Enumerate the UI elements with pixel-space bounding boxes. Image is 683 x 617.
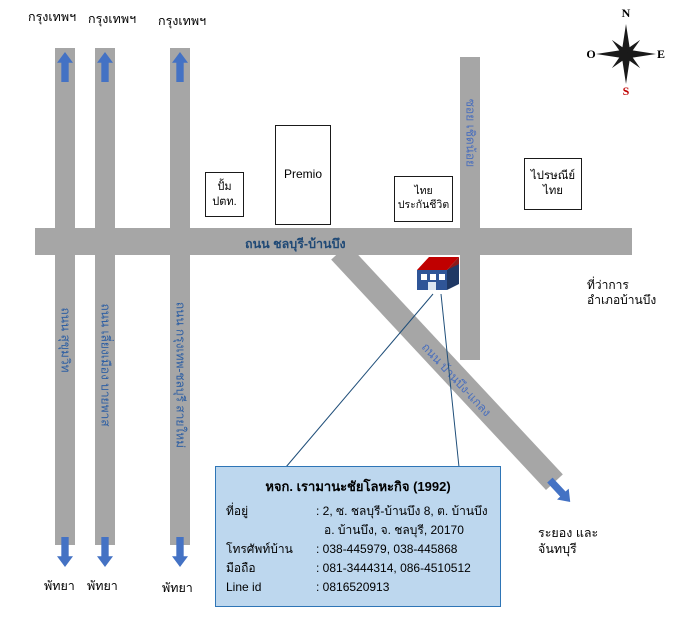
compass-rose-icon: N E S O [586,6,665,96]
destination-rayong-chanthaburi: ระยอง และ จันทบุรี [538,526,599,556]
info-label: โทรศัพท์บ้าน [226,542,293,556]
landmark-post-office: ไปรษณีย์ ไทย [524,158,582,210]
info-row-line-id: Line id : 0816520913 [216,578,500,597]
road-label-motorway: ถนน กรุงเทพ-ชลบุรี สายใหม่ [173,301,188,449]
road-label-bypass: ถนน เลี่ยงเมือง บายพาส [98,303,113,427]
info-label: ที่อยู่ [226,504,249,518]
info-label [226,521,316,540]
company-building-icon [417,257,459,290]
landmark-district-office: ที่ว่าการ อำเภอบ้านบึง [587,278,657,307]
info-value: : 2, ซ. ชลบุรี-บ้านบึง 8, ต. บ้านบึง [316,504,488,518]
road-label-main: ถนน ชลบุรี-บ้านบึง [245,237,346,251]
destination-pattaya-2: พัทยา [87,579,118,593]
road-label-diagonal: ถนน บ้านบึง-แกลง [418,340,494,420]
landmark-gas-station: ปั้ม ปตท. [205,172,244,217]
info-value: : 081-3444314, 086-4510512 [316,561,471,575]
info-row-address-2: อ. บ้านบึง, จ. ชลบุรี, 20170 [216,521,500,540]
info-row-mobile: มือถือ : 081-3444314, 086-4510512 [216,559,500,578]
road-label-soi: ซอย เชิดน้อย [463,98,478,168]
road-sukhumvit [55,48,75,545]
road-bypass [95,48,115,545]
compass-south-label: S [623,84,630,96]
info-value: อ. บ้านบึง, จ. ชลบุรี, 20170 [324,523,464,537]
destination-bangkok-2: กรุงเทพฯ [88,12,137,26]
info-row-phone: โทรศัพท์บ้าน : 038-445979, 038-445868 [216,540,500,559]
info-row-address: ที่อยู่ : 2, ซ. ชลบุรี-บ้านบึง 8, ต. บ้า… [216,502,500,521]
road-label-sukhumvit: ถนน สุขุมวิท [58,307,73,373]
info-label: มือถือ [226,561,256,575]
company-info-box: หจก. เรามานะชัยโลหะกิจ (1992) ที่อยู่ : … [215,466,501,607]
compass-north-label: N [622,6,631,20]
compass-west-label: O [586,47,595,61]
info-label: Line id [226,580,262,594]
road-chonburi-banbueng [35,228,632,255]
info-value: : 038-445979, 038-445868 [316,542,458,556]
landmark-premio: Premio [275,125,331,225]
company-name: หจก. เรามานะชัยโลหะกิจ (1992) [265,479,451,494]
destination-bangkok-3: กรุงเทพฯ [158,14,207,28]
info-value: : 0816520913 [316,580,390,594]
road-motorway [170,48,190,545]
destination-bangkok-1: กรุงเทพฯ [28,10,77,24]
destination-pattaya-3: พัทยา [162,581,193,595]
road-soi-choetnoi [460,57,480,360]
compass-east-label: E [657,47,665,61]
destination-pattaya-1: พัทยา [44,579,75,593]
landmark-thai-life: ไทย ประกันชีวิต [394,176,453,222]
